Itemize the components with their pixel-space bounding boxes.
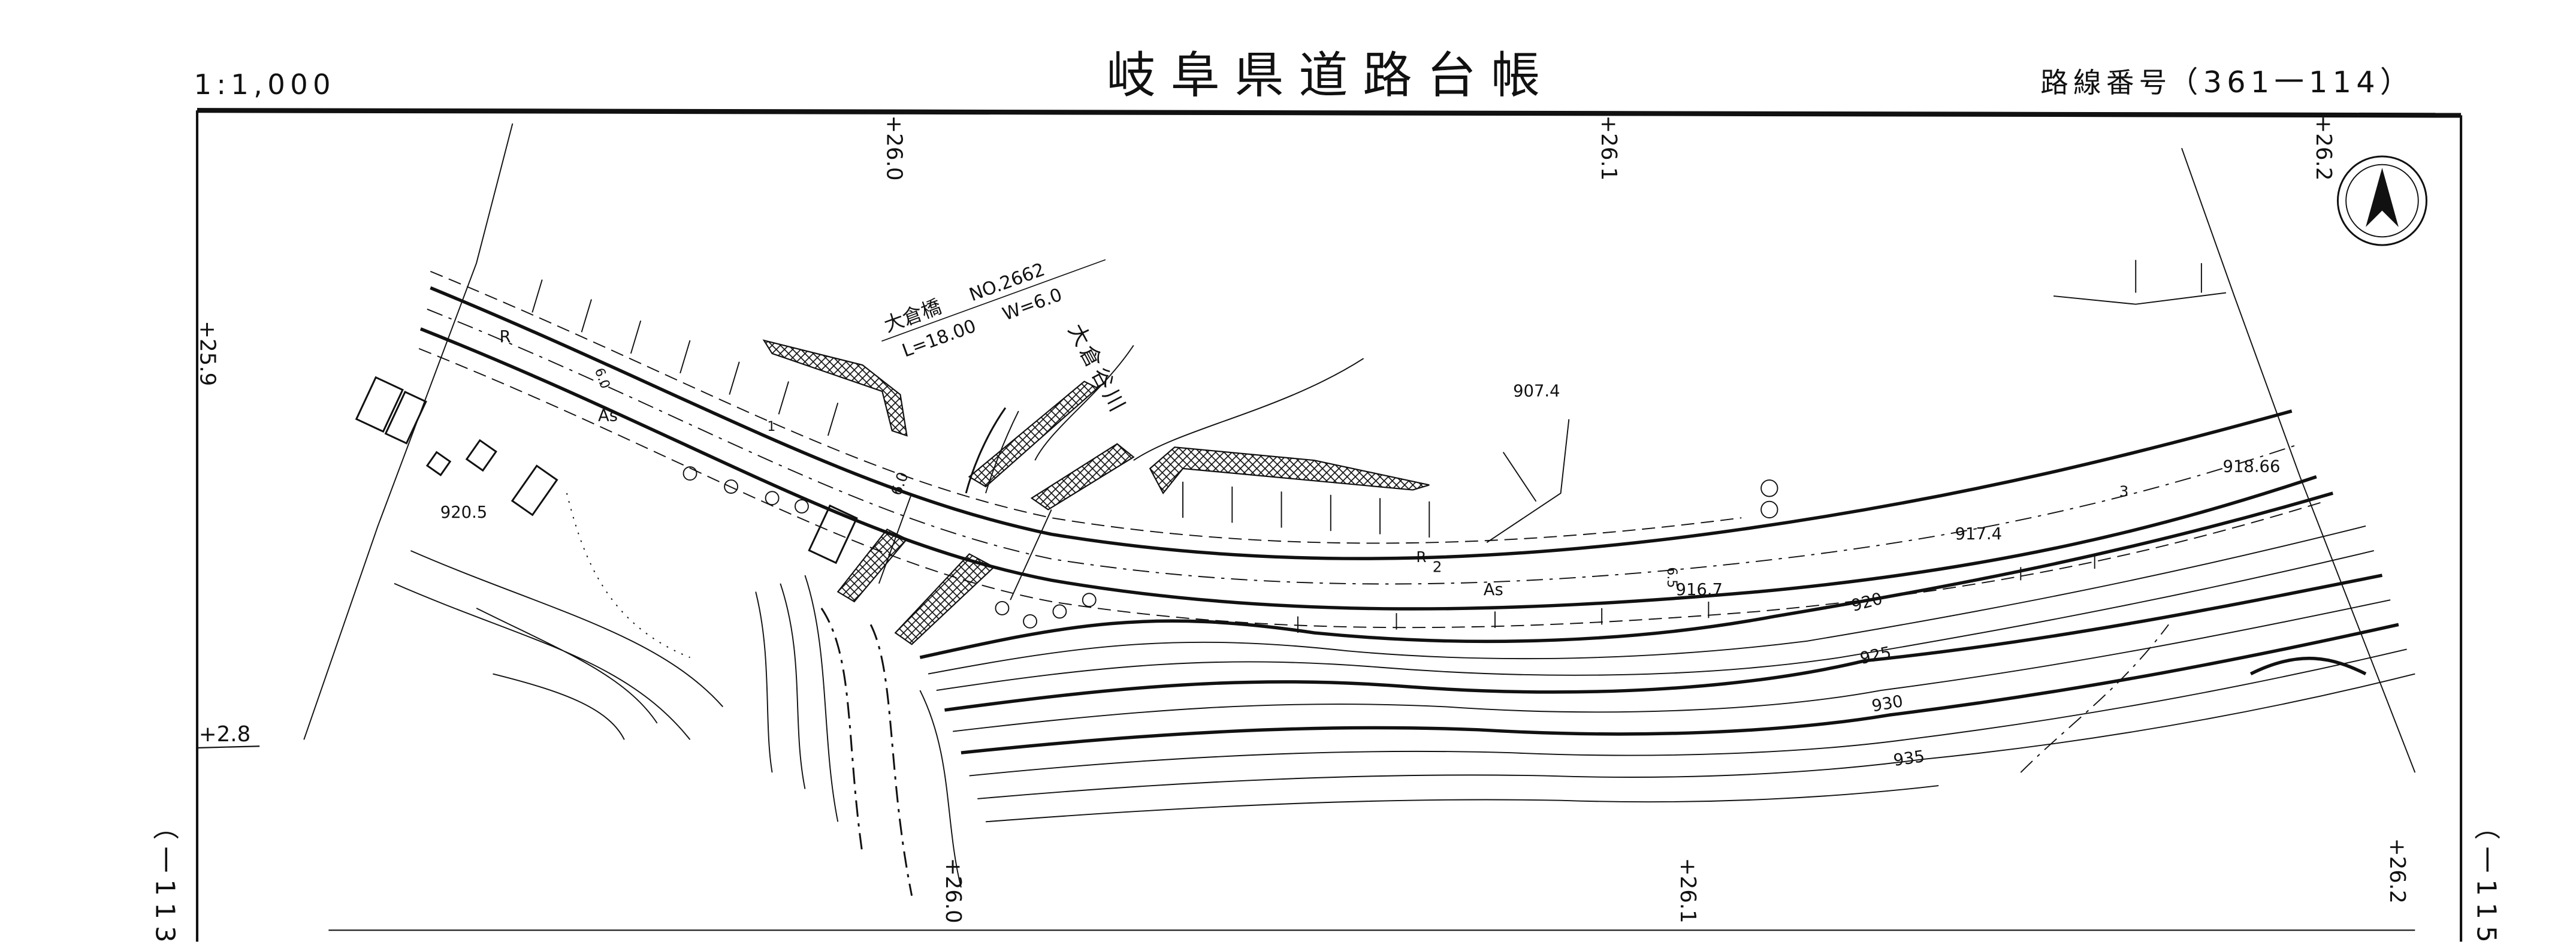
- road-label-r: R: [499, 328, 511, 346]
- grid-label-top-26-0: +26.0: [882, 115, 907, 180]
- grid-label-top-26-1: +26.1: [1596, 115, 1621, 180]
- grid-label-left-2-8: +2.8: [199, 722, 251, 747]
- elevation-label: 916.7: [1676, 581, 1723, 599]
- grid-label-bottom-26-0: +26.0: [941, 858, 965, 923]
- elevation-label: 917.4: [1955, 525, 2002, 544]
- route-label: 路線番号: [2040, 67, 2172, 99]
- frame-top-border: [197, 108, 2462, 118]
- grid-label-top-26-2: +26.2: [2311, 115, 2336, 180]
- contour-label: 925: [1858, 644, 1893, 668]
- contour-label: 920: [1849, 590, 1885, 615]
- road-label-r-number: 2: [1433, 558, 1442, 576]
- contour-lines: [394, 491, 2415, 896]
- elevation-label: 918.66: [2223, 457, 2281, 476]
- width-dimension: 6.5: [1664, 567, 1679, 588]
- north-arrow-icon: [2336, 155, 2428, 246]
- tree-symbols: [682, 466, 1778, 629]
- elevation-label: 907.4: [1513, 382, 1560, 400]
- km-marker: 3: [2119, 482, 2129, 500]
- river-channel: [965, 345, 1364, 494]
- road-label-r: R: [1416, 548, 1426, 566]
- road: [418, 270, 2325, 629]
- survey-boundary-left: [303, 123, 514, 740]
- grid-label-bottom-26-1: +26.1: [1675, 858, 1700, 923]
- adjacent-sheet-left: （一113）: [149, 814, 180, 942]
- surface-label: As: [598, 406, 618, 425]
- slope-marks: [531, 259, 2227, 633]
- contour-label: 935: [1892, 747, 1926, 770]
- km-marker: 1: [767, 419, 775, 434]
- surface-label: As: [1484, 581, 1503, 599]
- page-title: 岐阜県道路台帳: [1107, 47, 1555, 104]
- grid-label-left-25-9: +25.9: [195, 321, 219, 386]
- grid-label-bottom-26-2: +26.2: [2385, 838, 2409, 904]
- survey-boundary-right: [2181, 147, 2416, 773]
- scale-label: 1:1,000: [194, 68, 336, 101]
- adjacent-sheet-right: （一115）: [2471, 814, 2501, 942]
- elevation-label: 920.5: [440, 503, 487, 522]
- bridge-structure: [762, 339, 1430, 645]
- route-number: （361一114）: [2169, 65, 2414, 99]
- grid-tick: [197, 745, 260, 749]
- buildings: [355, 376, 858, 564]
